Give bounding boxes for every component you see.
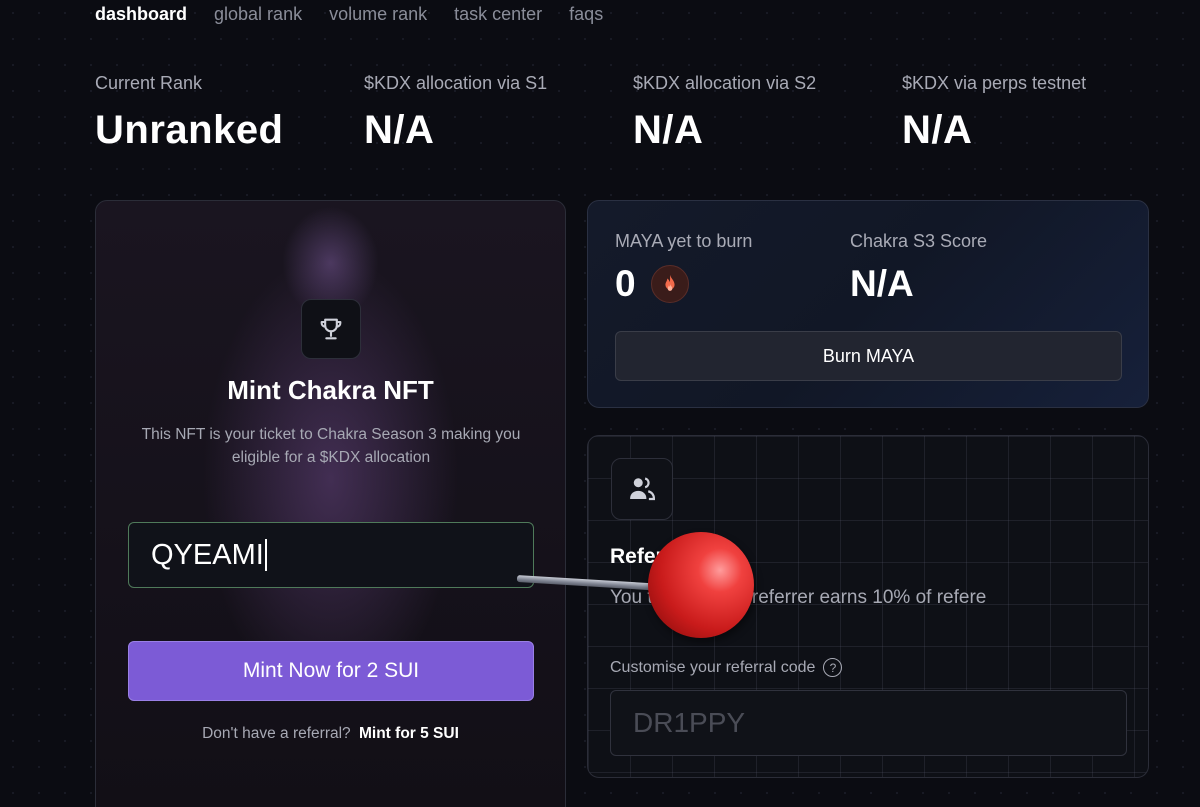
- users-icon: [611, 458, 673, 520]
- score-value: N/A: [850, 263, 914, 304]
- stat-kdx-s2: $KDX allocation via S2 N/A: [633, 73, 816, 153]
- stat-label: $KDX via perps testnet: [902, 73, 1087, 93]
- mint-without-referral-link[interactable]: Mint for 5 SUI: [359, 725, 459, 742]
- stat-value: N/A: [633, 108, 704, 152]
- stat-label: Current Rank: [95, 73, 203, 93]
- pushpin-head-icon: [648, 532, 754, 638]
- trophy-icon: [301, 299, 361, 359]
- nav-global-rank[interactable]: global rank: [214, 4, 303, 24]
- maya-value: 0: [615, 263, 636, 304]
- stat-current-rank: Current Rank Unranked: [95, 73, 284, 153]
- stat-value: N/A: [364, 108, 435, 152]
- nav-task-center[interactable]: task center: [454, 4, 543, 24]
- burn-maya-button[interactable]: Burn MAYA: [615, 331, 1122, 381]
- custom-referral-code-input[interactable]: [610, 690, 1127, 756]
- mint-description: This NFT is your ticket to Chakra Season…: [141, 426, 521, 466]
- burn-maya-card: MAYA yet to burn 0 Chakra S3 Score N/A B…: [587, 200, 1149, 408]
- customise-referral-label: Customise your referral code ?: [610, 658, 843, 677]
- stat-value: Unranked: [95, 108, 284, 152]
- no-referral-row: Don't have a referral? Mint for 5 SUI: [96, 725, 565, 743]
- stat-kdx-s1: $KDX allocation via S1 N/A: [364, 73, 547, 153]
- referral-code-value: QYEAMI: [151, 538, 264, 571]
- no-referral-text: Don't have a referral?: [202, 725, 351, 742]
- question-circle-icon[interactable]: ?: [823, 658, 843, 677]
- mint-nft-card: Mint Chakra NFT This NFT is your ticket …: [95, 200, 566, 807]
- customise-label-text: Customise your referral code: [610, 658, 816, 676]
- nav-volume-rank[interactable]: volume rank: [329, 4, 428, 24]
- stat-kdx-perps: $KDX via perps testnet N/A: [902, 73, 1086, 153]
- text-caret: [264, 539, 267, 571]
- top-nav: dashboard global rank volume rank task c…: [95, 4, 603, 25]
- stat-label: $KDX allocation via S1: [364, 73, 548, 93]
- nav-dashboard[interactable]: dashboard: [95, 4, 188, 24]
- maya-label: MAYA yet to burn: [615, 231, 753, 251]
- mint-title: Mint Chakra NFT: [227, 375, 434, 405]
- nav-faqs[interactable]: faqs: [569, 4, 604, 24]
- stat-label: $KDX allocation via S2: [633, 73, 817, 93]
- referral-code-input[interactable]: QYEAMI: [128, 522, 534, 588]
- fire-icon: [651, 265, 689, 303]
- stat-value: N/A: [902, 108, 973, 152]
- mint-now-button[interactable]: Mint Now for 2 SUI: [128, 641, 534, 701]
- score-label: Chakra S3 Score: [850, 231, 988, 251]
